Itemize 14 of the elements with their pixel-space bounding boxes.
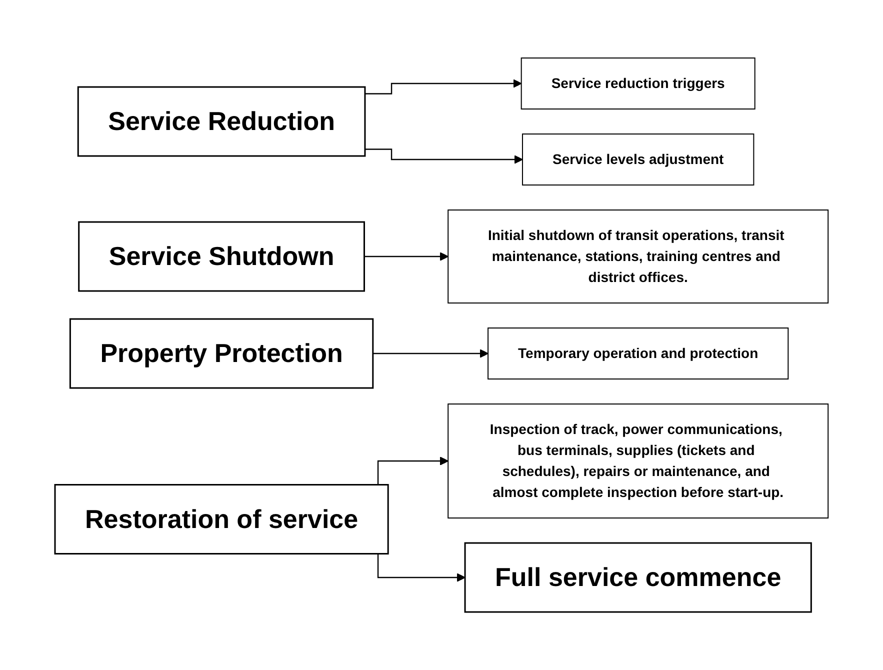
node-box: Inspection of track, power communications, bus terminals, supplies (tickets and schedules), repairs or maintenance, and almost complete inspection before start-up. <box>448 404 829 518</box>
node-box: Service Shutdown <box>78 221 365 292</box>
node-box: Initial shutdown of transit operations, transit maintenance, stations, training centres and district offices. <box>448 210 829 304</box>
arrow <box>364 252 448 261</box>
node-box: Service Reduction <box>77 86 366 157</box>
node-box: Temporary operation and protection <box>488 328 789 380</box>
node-box: Full service commence <box>464 542 812 613</box>
arrow <box>364 148 523 164</box>
node-box: Property Protection <box>69 318 374 389</box>
node-box: Service levels adjustment <box>522 134 754 186</box>
arrow <box>372 349 488 358</box>
arrow <box>364 79 522 94</box>
node-box: Restoration of service <box>54 484 389 554</box>
node-box: Service reduction triggers <box>520 58 756 110</box>
